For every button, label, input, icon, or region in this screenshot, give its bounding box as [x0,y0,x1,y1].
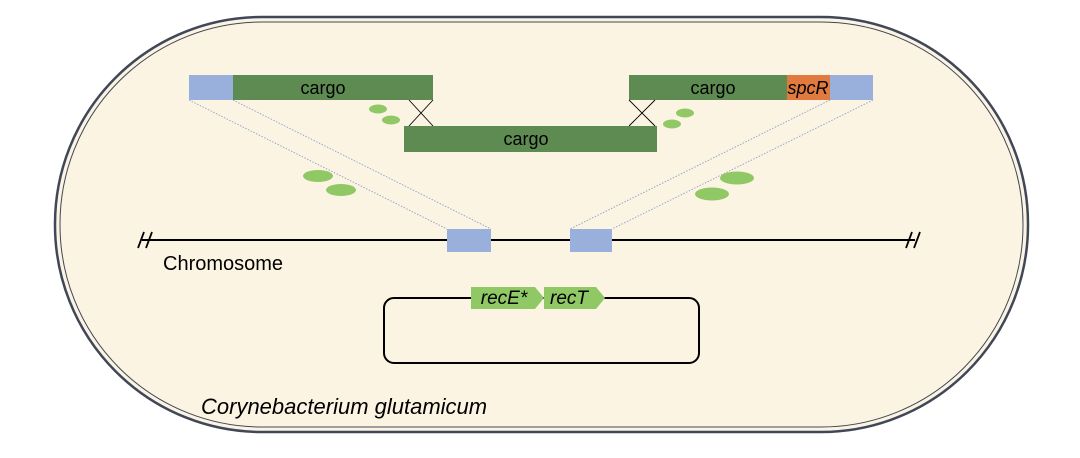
guide-line-left-outer-1 [188,99,448,230]
cell [53,15,1030,434]
recombinase-proteins [303,104,754,201]
break-mark-right-1 [905,231,913,249]
homology-arm-left [189,75,233,100]
cargo-label-right: cargo [690,78,735,98]
chromosome: Chromosome [137,229,921,275]
cargo-block-right [629,75,787,100]
gene-arrow-rece [471,287,544,309]
plasmid: recE* recT [383,287,700,364]
break-mark-left-1 [137,231,145,249]
break-mark-right-2 [913,231,921,249]
protein-oval [695,187,729,201]
protein-oval [369,104,387,114]
cargo-label-left: cargo [300,78,345,98]
chromosome-homology-right [570,229,612,252]
crossover-right-b [628,99,656,127]
spcr-label: spcR [787,78,828,98]
crossover-marks [408,99,656,127]
cell-inner-outline [59,21,1024,428]
protein-oval [663,119,681,129]
break-mark-left-2 [145,231,153,249]
donor-construct-left: cargo [189,75,433,100]
cell-body [53,15,1030,434]
protein-oval [676,108,694,118]
cargo-block-center [404,126,657,152]
protein-oval [382,115,400,125]
homology-arm-right [830,75,873,100]
chromosome-label: Chromosome [163,253,283,275]
organism-label: Corynebacterium glutamicum [201,394,487,419]
crossover-left-b [408,99,434,127]
cargo-block-left [233,75,433,100]
cargo-center: cargo [404,126,657,152]
chromosome-homology-left [447,229,491,252]
guide-line-right-outer-2 [611,99,874,230]
guide-line-right-outer-1 [569,99,831,230]
gene-label-rect: recT [550,288,589,309]
homology-guide-lines [188,99,874,230]
spcr-marker-block [787,75,830,100]
protein-oval [303,170,333,182]
protein-oval [720,171,754,185]
cargo-label-center: cargo [503,129,548,149]
protein-oval [326,184,356,196]
gene-label-rece: recE* [481,288,528,309]
guide-line-left-outer-2 [232,99,492,230]
donor-construct-right: cargo spcR [629,75,873,100]
gene-arrow-rect [544,287,605,309]
